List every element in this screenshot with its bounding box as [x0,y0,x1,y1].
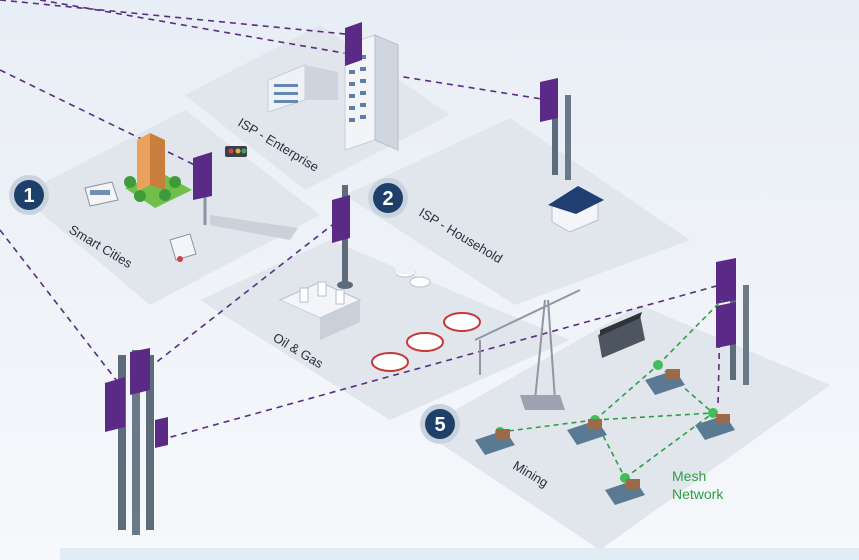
tower-icon [332,185,353,289]
truck-icon [567,419,607,445]
tank-icon [394,264,431,288]
truck-icon [695,414,735,440]
street-light [203,195,298,240]
tower-icon [105,348,168,535]
tower-icon [716,258,749,385]
badge-2-number: 2 [382,188,393,210]
truck-icon [169,233,197,262]
badge-2: 2 [368,178,408,218]
platform-mining [420,305,830,550]
badge-5: 5 [420,404,460,444]
traffic-light-icon [225,146,247,157]
platforms [20,25,830,550]
platform-isp-enterprise [185,25,450,190]
link-1 [0,0,356,36]
crane-icon [474,289,581,410]
platform-oil-gas [200,240,570,420]
backhaul-links [0,0,721,441]
enterprise-buildings [267,34,399,151]
house-icon [548,186,604,233]
bottom-strip [60,548,859,560]
mining-silos [598,312,645,358]
badge-1: 1 [9,175,49,215]
badge-5-number: 5 [434,414,445,436]
building-icon [124,133,192,208]
truck-icon [645,369,685,395]
bus-icon [84,181,119,207]
building-icon [267,64,338,113]
link-2 [39,0,356,56]
truck-icon [475,429,515,455]
link-3 [359,69,549,101]
mesh-label-line2: Network [672,486,724,502]
mining-trucks [475,369,735,505]
oil-gas-items [278,264,481,372]
badge-1-number: 1 [23,185,34,207]
platform-isp-household [345,118,690,305]
tower-icon [193,152,212,200]
link-4 [0,69,206,171]
tower-icon [345,22,362,66]
truck-icon [605,479,645,505]
building-icon [344,34,399,151]
platform-smart-cities [20,110,320,305]
building-icon [278,281,362,340]
tank-icon [371,312,481,372]
smart-city-items [84,133,298,262]
tower-icon [540,78,571,180]
link-7 [159,284,721,441]
mesh-label-line1: Mesh [672,468,706,484]
